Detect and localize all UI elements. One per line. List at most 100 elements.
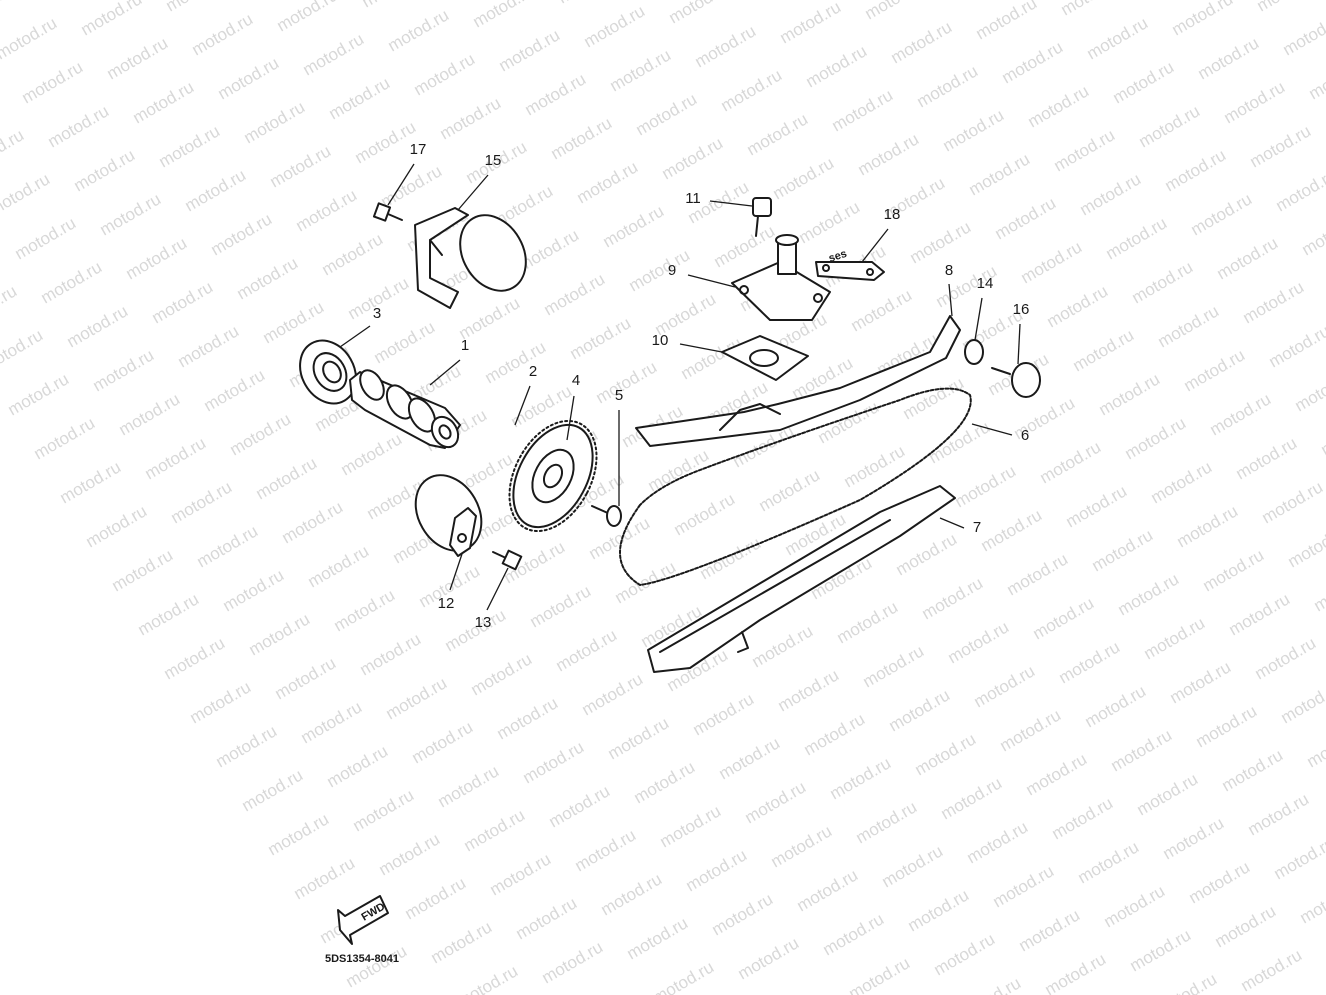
callout-8: 8 [945,262,953,279]
watermark-text: motod.ru [1174,501,1242,551]
watermark-text: motod.ru [402,873,470,923]
watermark-text: motod.ru [1219,745,1287,795]
watermark-text: motod.ru [324,741,392,791]
watermark-text: motod.ru [952,461,1020,511]
watermark-text: motod.ru [97,189,165,239]
watermark-text: motod.ru [246,609,314,659]
watermark-text: motod.ru [0,13,60,63]
watermark-text: motod.ru [855,129,923,179]
part-12-plate [449,507,477,557]
watermark-text: motod.ru [300,29,368,79]
watermark-text: motod.ru [567,313,635,363]
watermark-text: motod.ru [1292,365,1326,415]
part-18-gasket [815,261,885,281]
watermark-text: motod.ru [1134,769,1202,819]
watermark-text: motod.ru [931,929,999,979]
watermark-text: motod.ru [470,0,538,31]
watermark-text: motod.ru [879,841,947,891]
callout-3: 3 [373,305,381,322]
watermark-text: motod.ru [267,141,335,191]
watermark-text: motod.ru [1259,477,1326,527]
callout-11: 11 [685,190,701,207]
watermark-text: motod.ru [631,757,699,807]
part-15-bracket [414,207,469,309]
watermark-text: motod.ru [1169,0,1237,39]
leader-line-4 [566,395,575,441]
watermark-text: motod.ru [31,413,99,463]
watermark-text: motod.ru [1238,945,1306,995]
watermark-text: motod.ru [1181,345,1249,395]
watermark-text: motod.ru [1042,949,1110,995]
part-5-bolt [591,505,622,527]
watermark-text: motod.ru [57,457,125,507]
watermark-text: motod.ru [1193,701,1261,751]
watermark-text: motod.ru [1077,169,1145,219]
watermark-text: motod.ru [1044,281,1112,331]
watermark-text: motod.ru [187,677,255,727]
svg-text:ses: ses [827,248,848,265]
watermark-text: motod.ru [957,973,1025,995]
watermark-text: motod.ru [744,109,812,159]
watermark-text: motod.ru [992,193,1060,243]
watermark-text: motod.ru [326,73,394,123]
watermark-text: motod.ru [293,185,361,235]
part-3-bearing [299,339,357,405]
watermark-text: motod.ru [671,489,739,539]
watermark-text: motod.ru [1254,0,1322,15]
watermark-text: motod.ru [820,909,888,959]
watermark-text: motod.ru [907,217,975,267]
watermark-text: motod.ru [1018,237,1086,287]
leader-line-17 [387,163,415,206]
watermark-text: motod.ru [1271,833,1326,883]
watermark-text: motod.ru [1051,125,1119,175]
leader-line-2 [514,385,531,426]
watermark-text: motod.ru [227,409,295,459]
watermark-text: motod.ru [834,597,902,647]
watermark-text: motod.ru [1101,881,1169,931]
watermark-text: motod.ru [841,441,909,491]
watermark-text: motod.ru [1245,789,1313,839]
watermark-text: motod.ru [1148,457,1216,507]
watermark-text: motod.ru [999,37,1067,87]
watermark-text: motod.ru [1084,13,1152,63]
watermark-text: motod.ru [940,105,1008,155]
watermark-text: motod.ru [201,365,269,415]
watermark-text: motod.ru [633,89,701,139]
watermark-text: motod.ru [78,0,146,39]
watermark-text: motod.ru [1200,545,1268,595]
watermark-text: motod.ru [454,961,522,995]
part-4-sprocket [508,419,598,533]
watermark-text: motod.ru [1004,549,1072,599]
watermark-text: motod.ru [194,521,262,571]
watermark-text: motod.ru [1221,77,1289,127]
watermark-text: motod.ru [1226,589,1294,639]
watermark-text: motod.ru [12,213,80,263]
watermark-text: motod.ru [659,133,727,183]
watermark-text: motod.ru [1160,813,1228,863]
watermark-text: motod.ru [1056,637,1124,687]
watermark-text: motod.ru [657,801,725,851]
watermark-text: motod.ru [331,585,399,635]
watermark-text: motod.ru [794,865,862,915]
watermark-text: motod.ru [260,297,328,347]
watermark-text: motod.ru [19,57,87,107]
watermark-text: motod.ru [846,953,914,995]
watermark-text: motod.ru [168,477,236,527]
watermark-text: motod.ru [1016,905,1084,955]
leader-line-14 [974,297,983,341]
watermark-text: motod.ru [1311,565,1326,615]
watermark-text: motod.ru [768,821,836,871]
watermark-text: motod.ru [938,773,1006,823]
watermark-text: motod.ru [1167,657,1235,707]
watermark-text: motod.ru [123,233,191,283]
watermark-text: motod.ru [130,77,198,127]
watermark-text: motod.ru [116,389,184,439]
watermark-text: motod.ru [1318,409,1326,459]
watermark-text: motod.ru [527,581,595,631]
watermark-text: motod.ru [456,293,524,343]
watermark-text: motod.ru [1278,677,1326,727]
watermark-text: motod.ru [161,633,229,683]
watermark-text: motod.ru [1212,901,1280,951]
watermark-text: motod.ru [357,629,425,679]
watermark-text: motod.ru [539,937,607,987]
